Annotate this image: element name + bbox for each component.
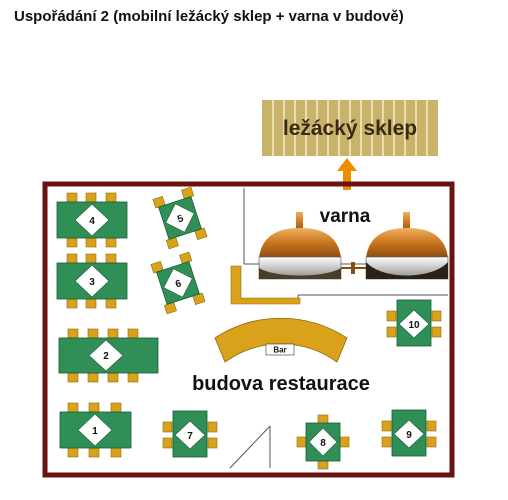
table-4: 4 bbox=[56, 192, 128, 248]
table-9: 9 bbox=[381, 409, 437, 457]
table-number: 7 bbox=[187, 431, 193, 442]
bar-counter: Bar bbox=[214, 317, 348, 363]
table-1: 1 bbox=[59, 402, 132, 458]
pump bbox=[351, 262, 355, 274]
table-number: 9 bbox=[406, 430, 412, 441]
transfer-arrow-icon bbox=[337, 158, 357, 190]
lager-cellar: ležácký sklep bbox=[262, 100, 438, 156]
table-number: 1 bbox=[92, 426, 98, 437]
building-wall bbox=[42, 181, 455, 478]
brew-kettle-icon bbox=[365, 212, 449, 280]
table-number: 5 bbox=[176, 213, 185, 225]
brew-kettle-icon bbox=[258, 212, 342, 280]
brewhouse-counter bbox=[230, 265, 301, 305]
table-6: 6 bbox=[150, 251, 206, 315]
table-8: 8 bbox=[296, 414, 350, 470]
table-2: 2 bbox=[58, 328, 159, 383]
table-number: 6 bbox=[174, 278, 183, 290]
table-3: 3 bbox=[56, 253, 128, 309]
cellar-label: ležácký sklep bbox=[283, 117, 417, 140]
table-number: 8 bbox=[320, 438, 326, 449]
table-number: 4 bbox=[89, 216, 95, 227]
table-5: 5 bbox=[152, 186, 208, 250]
table-number: 3 bbox=[89, 277, 95, 288]
brewhouse-label: varna bbox=[320, 206, 371, 227]
table-7: 7 bbox=[162, 410, 218, 458]
bar-label: Bar bbox=[273, 346, 286, 355]
page-title: Uspořádání 2 (mobilní ležácký sklep + va… bbox=[14, 8, 404, 25]
table-number: 2 bbox=[103, 351, 109, 362]
restaurant-label: budova restaurace bbox=[192, 373, 370, 395]
table-number: 10 bbox=[408, 320, 420, 331]
table-10: 10 bbox=[386, 299, 442, 347]
